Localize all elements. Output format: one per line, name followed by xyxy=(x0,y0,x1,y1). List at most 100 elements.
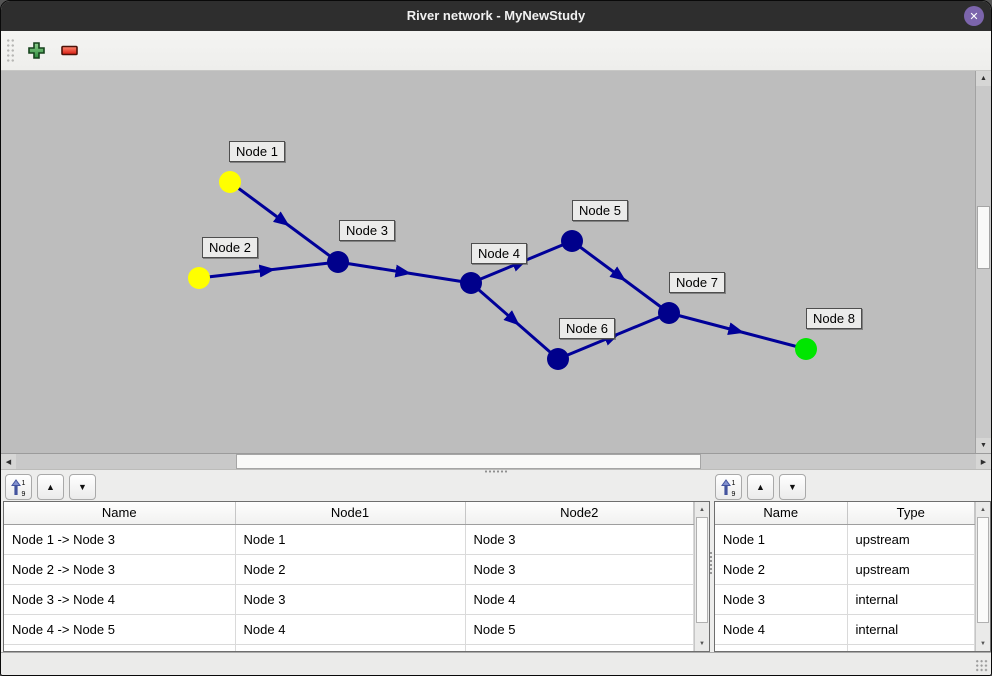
sort-ascending-icon: 1 9 xyxy=(720,478,735,497)
table-cell[interactable]: Node 3 xyxy=(235,584,466,615)
table-cell[interactable]: Node 1 -> Node 3 xyxy=(4,524,236,555)
node-circle[interactable] xyxy=(188,267,210,289)
node-circle[interactable] xyxy=(561,230,583,252)
node-circle[interactable] xyxy=(219,171,241,193)
horizontal-splitter[interactable] xyxy=(1,469,991,473)
canvas-horizontal-scrollbar[interactable]: ◀ ▶ xyxy=(1,453,991,469)
column-header[interactable]: Type xyxy=(847,502,975,525)
river-branch-edge[interactable] xyxy=(337,260,472,285)
node-label: Node 1 xyxy=(229,141,285,162)
add-branch-button[interactable] xyxy=(24,39,48,63)
river-branch-edge[interactable] xyxy=(229,180,339,264)
canvas-vertical-scrollbar[interactable]: ▲ ▼ xyxy=(975,71,991,453)
scrollbar-thumb[interactable] xyxy=(696,517,708,623)
branches-sort-button[interactable]: 1 9 xyxy=(5,474,32,500)
column-header[interactable]: Name xyxy=(4,502,236,525)
branches-table-scrollbar[interactable]: ▲ ▼ xyxy=(694,502,709,651)
scroll-up-button[interactable]: ▲ xyxy=(976,71,991,86)
branches-move-down-button[interactable]: ▼ xyxy=(69,474,96,500)
table-cell[interactable]: Node 2 -> Node 3 xyxy=(4,554,236,585)
scroll-down-button[interactable]: ▼ xyxy=(976,438,991,453)
scroll-up-button[interactable]: ▲ xyxy=(976,503,990,516)
table-cell[interactable]: Node 4 xyxy=(715,614,848,645)
table-cell[interactable]: Node 4 xyxy=(465,584,694,615)
title-bar[interactable]: River network - MyNewStudy ✕ xyxy=(1,1,991,31)
nodes-move-up-button[interactable]: ▲ xyxy=(747,474,774,500)
table-cell[interactable]: Node 3 xyxy=(465,524,694,555)
table-cell[interactable]: Node 2 xyxy=(715,554,848,585)
table-cell[interactable]: Node 1 xyxy=(715,524,848,555)
scroll-down-button[interactable]: ▼ xyxy=(976,637,990,650)
table-cell[interactable]: internal xyxy=(847,584,975,615)
close-icon: ✕ xyxy=(969,10,979,23)
triangle-up-icon: ▲ xyxy=(46,482,55,492)
table-cell[interactable]: Node 3 -> Node 4 xyxy=(4,584,236,615)
toolbar-drag-handle[interactable] xyxy=(6,37,15,64)
column-header[interactable]: Node2 xyxy=(465,502,694,525)
river-branch-edge[interactable] xyxy=(668,311,807,351)
node-circle[interactable] xyxy=(460,272,482,294)
scroll-up-button[interactable]: ▲ xyxy=(695,503,709,516)
node-circle[interactable] xyxy=(658,302,680,324)
triangle-up-icon: ▲ xyxy=(756,482,765,492)
node-label: Node 3 xyxy=(339,220,395,241)
triangle-down-icon: ▼ xyxy=(78,482,87,492)
table-cell[interactable] xyxy=(4,644,236,651)
nodes-sort-button[interactable]: 1 9 xyxy=(715,474,742,500)
table-cell[interactable]: upstream xyxy=(847,554,975,585)
close-button[interactable]: ✕ xyxy=(964,6,984,26)
river-branch-edge[interactable] xyxy=(470,281,559,361)
scroll-down-button[interactable]: ▼ xyxy=(695,637,709,650)
horizontal-scrollbar-thumb[interactable] xyxy=(236,454,701,469)
vertical-scrollbar-thumb[interactable] xyxy=(977,206,990,269)
table-cell[interactable]: upstream xyxy=(847,524,975,555)
table-cell[interactable]: internal xyxy=(847,614,975,645)
table-cell[interactable] xyxy=(465,644,694,651)
table-cell[interactable]: Node 5 xyxy=(465,614,694,645)
node-circle[interactable] xyxy=(795,338,817,360)
table-cell[interactable]: Node 3 xyxy=(465,554,694,585)
table-cell[interactable] xyxy=(847,644,975,651)
column-header[interactable]: Name xyxy=(715,502,848,525)
column-header[interactable]: Node1 xyxy=(235,502,466,525)
scrollbar-thumb[interactable] xyxy=(977,517,989,623)
river-branch-edge[interactable] xyxy=(571,239,670,315)
scroll-left-button[interactable]: ◀ xyxy=(1,454,16,469)
node-circle[interactable] xyxy=(547,348,569,370)
remove-branch-button[interactable] xyxy=(57,39,81,63)
chevron-down-icon: ▼ xyxy=(699,640,705,647)
table-cell[interactable]: Node 2 xyxy=(235,554,466,585)
table-row[interactable] xyxy=(4,644,694,651)
nodes-table-scrollbar[interactable]: ▲ ▼ xyxy=(975,502,990,651)
vertical-splitter[interactable] xyxy=(709,551,713,575)
window-resize-grip[interactable] xyxy=(975,659,988,672)
svg-text:1: 1 xyxy=(731,480,735,487)
table-cell[interactable]: Node 4 xyxy=(235,614,466,645)
table-cell[interactable]: Node 4 -> Node 5 xyxy=(4,614,236,645)
nodes-move-down-button[interactable]: ▼ xyxy=(779,474,806,500)
node-circle[interactable] xyxy=(327,251,349,273)
river-branch-edge[interactable] xyxy=(198,260,339,280)
table-cell[interactable]: Node 1 xyxy=(235,524,466,555)
table-row[interactable] xyxy=(715,644,975,651)
chevron-down-icon: ▼ xyxy=(980,640,986,647)
table-cell[interactable] xyxy=(715,644,848,651)
table-cell[interactable] xyxy=(235,644,466,651)
scroll-right-button[interactable]: ▶ xyxy=(976,454,991,469)
table-cell[interactable]: Node 3 xyxy=(715,584,848,615)
status-bar xyxy=(1,652,991,675)
branches-move-up-button[interactable]: ▲ xyxy=(37,474,64,500)
